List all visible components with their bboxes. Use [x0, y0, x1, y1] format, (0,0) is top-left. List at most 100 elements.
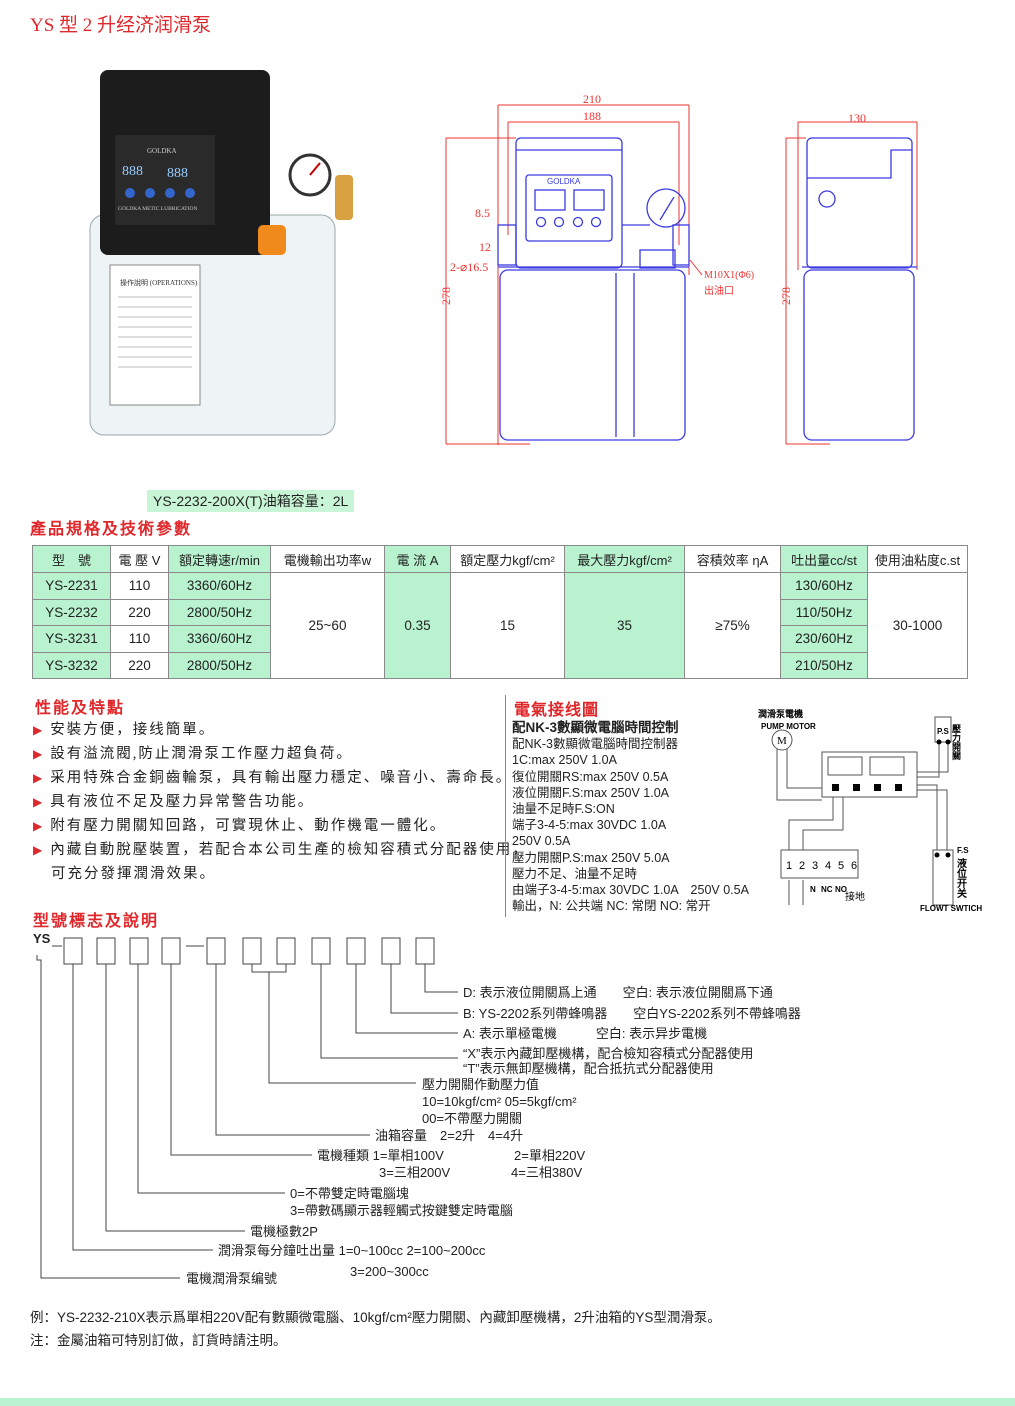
cell-model: YS-3231 — [32, 625, 111, 653]
dim-278-side: 278 — [779, 287, 793, 305]
cell-output: 230/60Hz — [780, 625, 868, 653]
svg-text:P.S: P.S — [937, 727, 950, 736]
cell-viscosity: 30-1000 — [867, 572, 968, 679]
code-desc-poles: 電機極數2P — [250, 1224, 318, 1239]
code-desc-timer: 0=不帶雙定時電腦塊 — [290, 1186, 409, 1201]
note-text: 注：金屬油箱可特別訂做，訂貨時請注明。 — [30, 1333, 287, 1348]
terminal-2: 2 — [799, 860, 805, 872]
divider — [505, 695, 506, 917]
code-desc-a: A: 表示單極電機 空白: 表示异步電機 — [463, 1026, 708, 1041]
page-title: YS 型 2 升经济润滑泵 — [30, 15, 212, 36]
code-desc-t: “T”表示無卸壓機構，配合抵抗式分配器使用 — [463, 1061, 714, 1076]
cell-model: YS-2231 — [32, 572, 111, 600]
table-header-row: 型 號 電 壓 V 額定轉速r/min 電機輸出功率w 電 流 A 額定壓力kg… — [32, 545, 968, 573]
svg-text:NO: NO — [835, 885, 847, 894]
features-list: ▶安裝方便，接线簡單。 ▶設有溢流閥,防止潤滑泵工作壓力超負荷。 ▶采用特殊合金… — [33, 718, 529, 886]
cell-current: 0.35 — [384, 572, 451, 679]
code-desc-pressure-values: 10=10kgf/cm² 05=5kgf/cm² — [422, 1094, 577, 1109]
code-desc-motor-3: 3=三相200V — [379, 1165, 451, 1180]
cell-voltage: 110 — [110, 625, 169, 653]
cell-max-pressure: 35 — [564, 572, 685, 679]
code-desc-b: B: YS-2202系列帶蜂鳴器 空白YS-2202系列不帶蜂鳴器 — [463, 1006, 801, 1021]
svg-text:壓力開關: 壓力開關 — [951, 723, 961, 761]
terminal-1: 1 — [786, 860, 792, 872]
dim-278-front: 278 — [439, 287, 453, 305]
outlet-label: 出油口 — [704, 284, 734, 297]
code-desc-tank: 油箱容量 2=2升 4=4升 — [375, 1128, 524, 1143]
table-row: YS-2231 110 3360/60Hz 25~60 0.35 15 35 ≥… — [32, 572, 968, 679]
code-desc-x: “X”表示內藏卸壓機構，配合檢知容積式分配器使用 — [463, 1046, 754, 1061]
cell-output: 110/50Hz — [780, 598, 868, 626]
code-desc-motor-2: 2=單相220V — [514, 1148, 586, 1163]
header-model: 型 號 — [32, 545, 111, 573]
header-output: 吐出量cc/st — [780, 545, 868, 573]
svg-text:接地: 接地 — [845, 890, 865, 903]
code-desc-code: 電機潤滑泵编號 — [186, 1271, 278, 1286]
svg-text:操作說明 (OPERATIONS): 操作說明 (OPERATIONS) — [120, 278, 198, 287]
cell-power: 25~60 — [270, 572, 385, 679]
motor-symbol: M — [777, 735, 787, 747]
code-desc-flow-3: 3=200~300cc — [350, 1264, 429, 1279]
dim-188: 188 — [583, 109, 601, 123]
triangle-bullet-icon: ▶ — [33, 723, 45, 737]
cell-speed: 2800/50Hz — [168, 598, 271, 626]
header-power: 電機輸出功率w — [270, 545, 385, 573]
operation-label — [109, 264, 201, 406]
code-desc-pressure: 壓力開關作動壓力值 — [422, 1077, 540, 1092]
cell-speed: 2800/50Hz — [168, 651, 271, 679]
spec-section-title: 產品規格及技術參數 — [30, 521, 193, 538]
svg-text:F.S: F.S — [957, 846, 969, 855]
header-voltage: 電 壓 V — [110, 545, 169, 573]
cell-voltage: 220 — [110, 651, 169, 679]
footer-bar — [0, 1398, 1015, 1406]
terminal-5: 5 — [838, 860, 844, 872]
svg-text:潤滑泵電機: 潤滑泵電機 — [758, 708, 803, 719]
spec-table: 型 號 電 壓 V 額定轉速r/min 電機輸出功率w 電 流 A 額定壓力kg… — [32, 545, 968, 679]
dimension-drawing: 210 188 130 8.5 12 2-⌀16.5 M10X1(Φ6) 出油口… — [439, 92, 918, 445]
features-title: 性能及特點 — [35, 700, 126, 717]
dim-8-5: 8.5 — [475, 206, 490, 220]
dim-210: 210 — [583, 92, 601, 106]
dim-hole: 2-⌀16.5 — [450, 260, 488, 274]
cell-speed: 3360/60Hz — [168, 625, 271, 653]
table-row: YS-3232 220 2800/50Hz 210/50Hz — [32, 651, 968, 679]
terminal-3: 3 — [812, 860, 818, 872]
code-desc-pressure-none: 00=不帶壓力開關 — [422, 1111, 523, 1126]
cell-speed: 3360/60Hz — [168, 572, 271, 600]
table-row: YS-2232 220 2800/50Hz 110/50Hz — [32, 598, 968, 626]
model-prefix: YS — [33, 931, 51, 946]
svg-text:GOLDKA METIC LUBRICATION: GOLDKA METIC LUBRICATION — [118, 206, 197, 212]
svg-text:液位开关: 液位开关 — [955, 857, 967, 899]
triangle-bullet-icon: ▶ — [33, 843, 45, 857]
svg-text:888: 888 — [122, 164, 143, 179]
feature-item: ▶內藏自動脫壓裝置，若配合本公司生產的檢知容積式分配器使用， — [33, 842, 529, 858]
product-photo: 操作說明 (OPERATIONS) GOLDKA 888 888 GOLDKA … — [89, 70, 353, 436]
wiring-diagram: 潤滑泵電機 PUMP MOTOR M P.S 壓力開關 F.S 液位开关 FLO… — [758, 708, 982, 913]
cell-voltage: 220 — [110, 598, 169, 626]
triangle-bullet-icon: ▶ — [33, 819, 45, 833]
feature-item-continuation: 可充分發揮潤滑效果。 — [51, 866, 216, 882]
feature-item: ▶安裝方便，接线簡單。 — [33, 722, 216, 738]
terminal-6: 6 — [851, 860, 857, 872]
svg-text:PUMP MOTOR: PUMP MOTOR — [761, 722, 816, 731]
feature-item: ▶采用特殊合金銅齒輪泵，具有輸出壓力穩定、噪音小、壽命長。 — [33, 770, 513, 786]
header-speed: 額定轉速r/min — [168, 545, 271, 573]
header-current: 電 流 A — [384, 545, 451, 573]
feature-item: ▶附有壓力開關知回路，可實現休止、動作機電一體化。 — [33, 818, 447, 834]
capacity-caption: YS-2232-200X(T)油箱容量：2L — [147, 490, 355, 512]
dim-12: 12 — [479, 240, 491, 254]
svg-text:GOLDKA: GOLDKA — [147, 147, 177, 155]
code-desc-timer-3: 3=帶數碼顯示器輕觸式按鍵雙定時電腦 — [290, 1203, 513, 1218]
cell-model: YS-3232 — [32, 651, 111, 679]
feature-item: ▶設有溢流閥,防止潤滑泵工作壓力超負荷。 — [33, 746, 353, 762]
code-desc-motor: 電機種類 1=單相100V — [317, 1148, 444, 1163]
example-text: 例：YS-2232-210X表示爲單相220V配有數顯微電腦、10kgf/cm²… — [30, 1310, 721, 1325]
feature-item: ▶具有液位不足及壓力异常警告功能。 — [33, 794, 315, 810]
svg-text:NC: NC — [821, 885, 833, 894]
triangle-bullet-icon: ▶ — [33, 771, 45, 785]
svg-text:N: N — [810, 885, 816, 894]
svg-text:888: 888 — [167, 166, 188, 181]
cell-output: 130/60Hz — [780, 572, 868, 600]
